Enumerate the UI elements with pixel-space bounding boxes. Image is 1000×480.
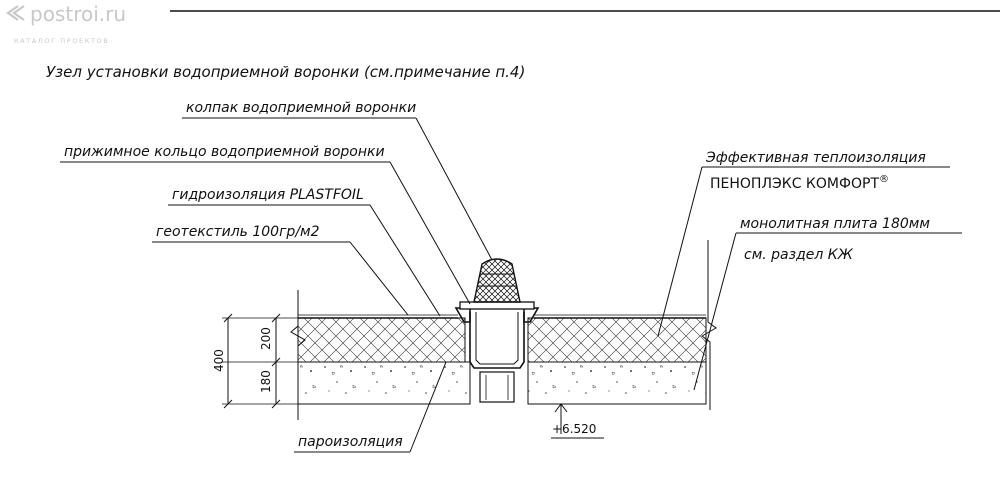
elevation-value: +6.520 [552,422,596,436]
left-insulation-layer [297,317,466,363]
watermark-tagline: КАТАЛОГ ПРОЕКТОВ [14,37,109,45]
callout-geotextile-text: геотекстиль 100гр/м2 [156,224,320,240]
left-roof-section [290,290,471,420]
callout-insulation-text-1: Эффективная теплоизоляция [705,150,926,166]
watermark-brand: postroi.ru [30,2,126,26]
callout-geotextile: геотекстиль 100гр/м2 [152,224,409,316]
callout-insulation: Эффективная теплоизоляция ПЕНОПЛЭКС КОМФ… [657,150,950,337]
callout-cap-text: колпак водоприемной воронки [186,100,416,116]
callout-slab: монолитная плита 180мм см. раздел КЖ [693,216,962,391]
elevation-mark: +6.520 [551,403,604,439]
dimension-total: 400 [212,349,226,372]
right-roof-section [527,240,717,410]
dimension-insulation: 200 [259,327,273,350]
right-concrete-slab [527,361,707,405]
right-insulation-layer [527,317,707,363]
watermark-logo-icon [6,5,25,21]
callout-waterproofing: гидроизоляция PLASTFOIL [168,187,441,317]
callout-cap: колпак водоприемной воронки [182,100,493,261]
drain-pipe [479,371,515,403]
drain-cap-grate [473,258,521,303]
roof-drain-funnel [454,258,540,403]
drawing-title: Узел установки водоприемной воронки (см.… [46,63,525,81]
left-break-line [290,290,306,420]
callout-insulation-text-2: ПЕНОПЛЭКС КОМФОРТ® [710,174,889,192]
watermark: postroi.ru КАТАЛОГ ПРОЕКТОВ [6,2,126,45]
drain-body [469,312,525,369]
callout-vapor-barrier: пароизоляция [294,361,447,453]
left-concrete-slab [297,361,471,405]
callout-slab-text-1: монолитная плита 180мм [740,216,930,232]
registered-mark: ® [879,174,889,185]
callout-clamp-ring: прижимное кольцо водоприемной воронки [60,144,471,305]
dimension-chain: 400 200 180 [212,313,298,409]
callout-waterproofing-text: гидроизоляция PLASTFOIL [172,187,364,203]
dimension-slab: 180 [259,370,273,393]
callout-clamp-ring-text: прижимное кольцо водоприемной воронки [64,144,385,160]
clamp-ring [459,301,535,310]
callout-slab-text-2: см. раздел КЖ [744,247,854,263]
elevation-arrow-icon [554,403,568,434]
callout-vapor-barrier-text: пароизоляция [298,434,403,450]
